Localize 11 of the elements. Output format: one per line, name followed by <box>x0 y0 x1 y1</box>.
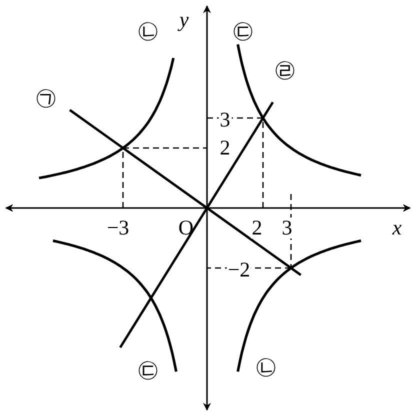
curve-label: ㉢ <box>232 20 254 42</box>
tick-label: 2 <box>250 218 264 238</box>
curve-label: ㉡ <box>256 356 276 378</box>
tick-label: 3 <box>280 218 294 238</box>
curve-label: ㉠ <box>36 88 56 108</box>
axis-label: x <box>392 218 402 238</box>
curve-label: ㉡ <box>138 20 158 42</box>
axis-label: y <box>179 10 189 30</box>
origin-label: O <box>178 218 194 238</box>
curve-label: ㉢ <box>138 360 158 380</box>
curve-label: ㉣ <box>274 60 296 80</box>
